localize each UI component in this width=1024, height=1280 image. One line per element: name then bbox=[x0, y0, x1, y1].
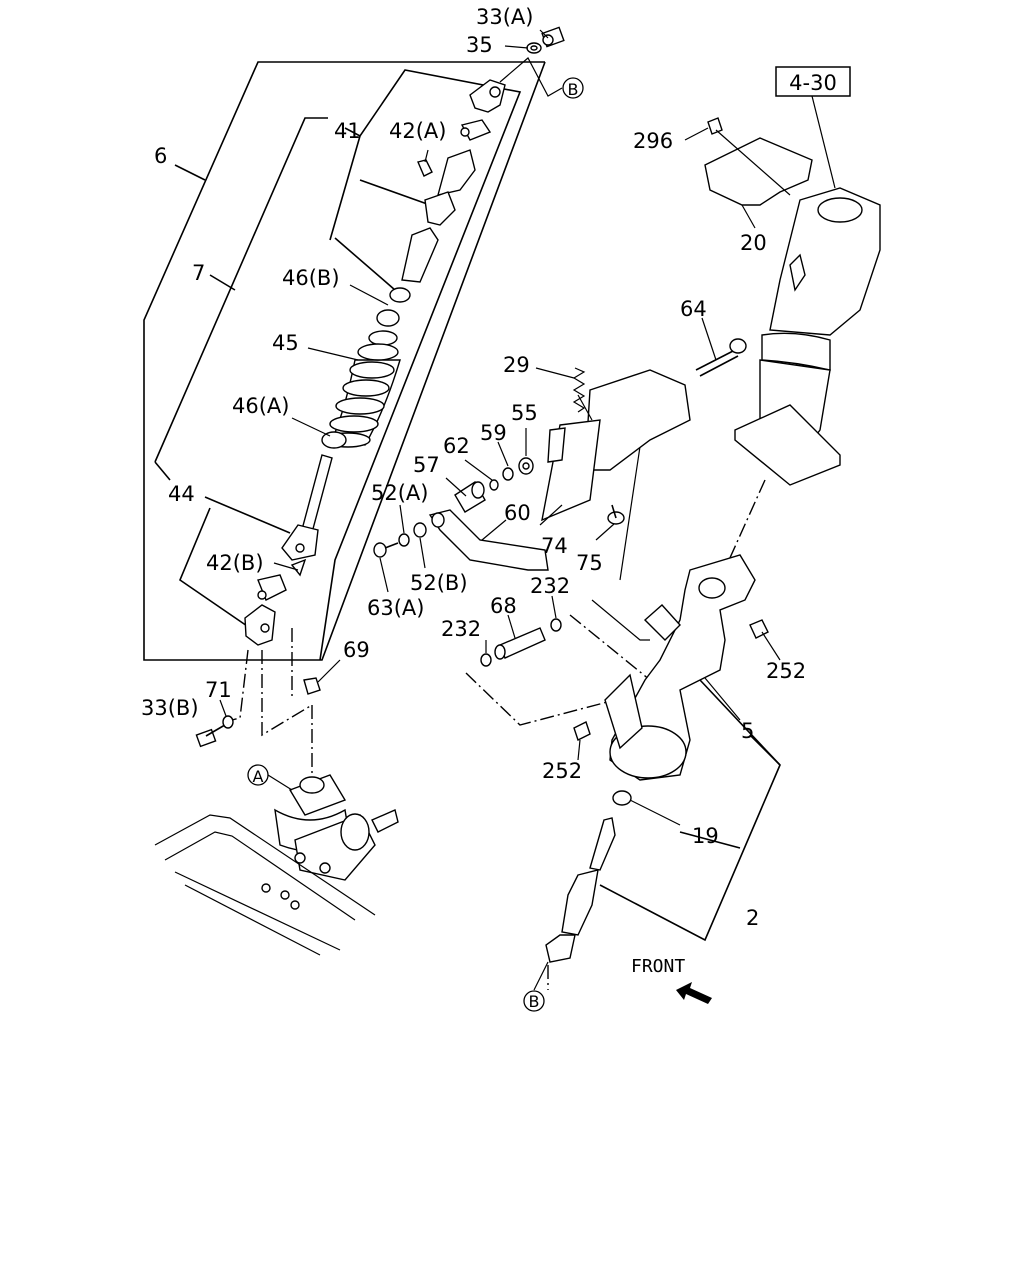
center-lines bbox=[231, 379, 766, 990]
spring-29 bbox=[572, 367, 586, 413]
ring-19 bbox=[612, 790, 632, 806]
cover-20 bbox=[704, 137, 813, 206]
bushing-46a bbox=[321, 431, 347, 449]
nut-69 bbox=[303, 677, 321, 695]
label-296: 296 bbox=[633, 129, 673, 153]
column-housing-5 bbox=[604, 554, 756, 781]
label-a: A bbox=[253, 767, 264, 786]
circle-b-top bbox=[562, 77, 584, 99]
leader-lines bbox=[219, 29, 836, 991]
label-74: 74 bbox=[541, 534, 568, 558]
label-19: 19 bbox=[692, 824, 719, 848]
steering-gear-box bbox=[274, 774, 399, 881]
label-52b: 52(B) bbox=[410, 571, 468, 595]
label-64: 64 bbox=[680, 297, 707, 321]
label-b-bottom: B bbox=[529, 992, 540, 1011]
label-252a: 252 bbox=[766, 659, 806, 683]
label-33a: 33(A) bbox=[476, 5, 533, 29]
label-35: 35 bbox=[466, 33, 493, 57]
bolt-33b bbox=[195, 721, 231, 748]
screw-296 bbox=[707, 117, 723, 135]
group-7-frame bbox=[154, 69, 522, 661]
nut-252-left bbox=[573, 721, 591, 741]
label-41: 41 bbox=[334, 119, 361, 143]
circle-a bbox=[247, 764, 269, 786]
collar-57 bbox=[454, 481, 486, 513]
label-46b: 46(B) bbox=[282, 266, 340, 290]
label-front: FRONT bbox=[631, 956, 685, 977]
label-45: 45 bbox=[272, 331, 299, 355]
label-55: 55 bbox=[511, 401, 538, 425]
group-6-frame bbox=[143, 61, 546, 661]
spider-42a bbox=[460, 119, 492, 141]
bushing-46b bbox=[376, 287, 411, 327]
washer-55 bbox=[518, 457, 534, 475]
column-cover-upper bbox=[769, 187, 881, 336]
group-2-frame bbox=[599, 679, 781, 942]
label-5: 5 bbox=[741, 719, 754, 743]
bushing-59 bbox=[502, 467, 514, 481]
washer-232-left bbox=[480, 653, 492, 667]
circle-b-bottom bbox=[523, 990, 545, 1012]
label-63a: 63(A) bbox=[367, 596, 424, 620]
pin-68 bbox=[494, 627, 546, 660]
column-cover-boot bbox=[734, 332, 841, 486]
label-6: 6 bbox=[154, 144, 167, 168]
label-4-30: 4-30 bbox=[789, 71, 837, 95]
label-29: 29 bbox=[503, 353, 530, 377]
label-232b: 232 bbox=[441, 617, 481, 641]
label-42b: 42(B) bbox=[206, 551, 264, 575]
washer-35 bbox=[526, 42, 542, 54]
lower-yoke bbox=[244, 604, 276, 646]
washer-71 bbox=[222, 715, 234, 729]
nut-252-right bbox=[749, 619, 769, 639]
label-7: 7 bbox=[192, 261, 205, 285]
bolt-33a bbox=[541, 26, 565, 48]
bracket-74 bbox=[541, 369, 691, 522]
front-arrow-icon bbox=[676, 982, 712, 1004]
washer-232-right bbox=[550, 618, 562, 632]
steering-shaft-2 bbox=[545, 817, 616, 963]
spider-42b bbox=[257, 558, 307, 601]
label-42a: 42(A) bbox=[389, 119, 446, 143]
washer-52b bbox=[413, 522, 427, 538]
lever-60 bbox=[428, 509, 549, 571]
group-44-frame bbox=[154, 461, 291, 629]
ref-box-4-30 bbox=[775, 66, 851, 97]
bolt-64 bbox=[695, 338, 747, 377]
label-2: 2 bbox=[746, 906, 759, 930]
callout-labels: 33(A) 35 B 4-30 296 6 41 42(A) 20 7 46(B… bbox=[141, 5, 837, 1011]
label-20: 20 bbox=[740, 231, 767, 255]
label-b-top: B bbox=[568, 80, 579, 99]
label-59: 59 bbox=[480, 421, 507, 445]
upper-shaft-41 bbox=[401, 149, 476, 283]
label-46a: 46(A) bbox=[232, 394, 289, 418]
label-232a: 232 bbox=[530, 574, 570, 598]
upper-yoke bbox=[469, 79, 506, 113]
label-57: 57 bbox=[413, 453, 440, 477]
label-252b: 252 bbox=[542, 759, 582, 783]
label-68: 68 bbox=[490, 594, 517, 618]
vehicle-frame bbox=[154, 814, 376, 956]
bolt-63a bbox=[373, 542, 399, 558]
label-52a: 52(A) bbox=[371, 481, 428, 505]
label-44: 44 bbox=[168, 482, 195, 506]
group-41-frame bbox=[329, 135, 431, 291]
label-33b: 33(B) bbox=[141, 696, 199, 720]
label-69: 69 bbox=[343, 638, 370, 662]
label-75: 75 bbox=[576, 551, 603, 575]
washer-52a bbox=[398, 533, 410, 547]
lower-shaft-44 bbox=[281, 454, 333, 561]
label-71: 71 bbox=[205, 678, 232, 702]
label-62: 62 bbox=[443, 434, 470, 458]
label-60: 60 bbox=[504, 501, 531, 525]
spring-62 bbox=[489, 479, 499, 491]
boot-45 bbox=[325, 330, 401, 448]
bolt-75 bbox=[607, 504, 625, 525]
